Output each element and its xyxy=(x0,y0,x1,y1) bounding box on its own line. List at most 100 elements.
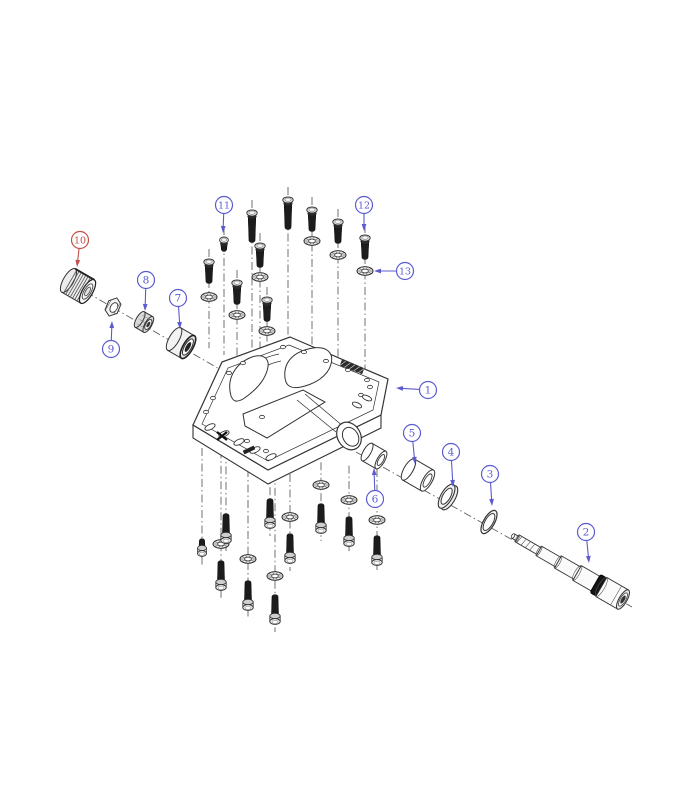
traction-pin-top xyxy=(306,206,318,232)
callout-arrowhead xyxy=(411,456,417,464)
wall-slot xyxy=(204,423,216,431)
pedal-cutout xyxy=(284,347,333,389)
traction-pin-top xyxy=(203,258,215,284)
traction-pin-bottom xyxy=(215,560,227,591)
washer xyxy=(239,554,257,564)
callout-number: 11 xyxy=(218,200,230,211)
part-9-hex-nut xyxy=(104,297,122,317)
washer xyxy=(368,515,386,525)
washer xyxy=(303,236,321,246)
callout-circle xyxy=(101,339,121,359)
pin-hole xyxy=(280,344,286,350)
callout-arrowhead xyxy=(361,224,367,231)
traction-pin-top xyxy=(246,209,258,243)
callout-9: 9 xyxy=(101,321,121,359)
traction-pin-bottom xyxy=(242,580,254,611)
wall-slot xyxy=(233,438,245,446)
traction-pins xyxy=(197,196,386,625)
washer xyxy=(356,266,374,276)
callout-arrowhead xyxy=(109,321,115,329)
traction-pin-top xyxy=(261,296,273,322)
washer xyxy=(340,495,358,505)
traction-pin-top xyxy=(254,242,266,268)
pin-hole xyxy=(259,414,265,420)
traction-pin-bottom xyxy=(284,533,296,564)
pedal-cutout xyxy=(242,389,326,439)
callout-8: 8 xyxy=(136,270,156,311)
axle-assembly-parts xyxy=(59,267,630,610)
callout-circle xyxy=(576,522,596,542)
part-6-inner-bushing xyxy=(360,442,388,470)
pin-hole xyxy=(240,360,246,366)
traction-pin-top xyxy=(219,236,229,252)
part-8-spacer xyxy=(133,311,155,333)
traction-pin-top xyxy=(332,218,344,244)
axle-channel-line xyxy=(296,399,337,433)
washer xyxy=(251,272,269,282)
callout-number: 7 xyxy=(175,292,182,304)
traction-pin-bottom xyxy=(197,538,207,557)
pin-hole xyxy=(244,438,250,444)
part-10-end-cap xyxy=(59,267,97,305)
part-4-seal-ring xyxy=(437,483,459,511)
callout-number: 6 xyxy=(372,493,379,505)
callout-5: 5 xyxy=(402,423,422,464)
callout-number: 5 xyxy=(409,427,416,439)
callout-circle xyxy=(136,270,156,290)
pin-hole xyxy=(364,377,370,383)
axle-bore-inner xyxy=(341,426,360,447)
washer xyxy=(329,250,347,260)
brand-label xyxy=(339,359,365,375)
pin-hole xyxy=(323,358,329,364)
traction-pin-bottom xyxy=(264,498,276,529)
pin-hole xyxy=(203,409,209,415)
callout-7: 7 xyxy=(168,288,188,329)
callout-arrowhead xyxy=(585,555,591,563)
callout-arrowhead xyxy=(142,303,148,311)
callout-number: 8 xyxy=(143,274,150,286)
callout-12: 12 xyxy=(354,195,374,231)
part-2-axle xyxy=(510,533,630,610)
traction-pin-top xyxy=(231,279,243,305)
callout-13: 13 xyxy=(374,261,415,281)
callout-number: 10 xyxy=(74,235,86,246)
callout-circle xyxy=(214,195,234,215)
callout-arrowhead xyxy=(374,268,381,274)
washer xyxy=(200,292,218,302)
callout-1: 1 xyxy=(396,380,438,400)
callout-number: 9 xyxy=(108,343,115,355)
callout-circle xyxy=(441,442,461,462)
traction-pin-bottom xyxy=(269,594,281,625)
wall-slot xyxy=(361,394,373,402)
washer xyxy=(312,480,330,490)
callout-circle xyxy=(168,288,188,308)
callout-6: 6 xyxy=(365,468,385,509)
callout-circle xyxy=(418,380,438,400)
callout-arrowhead xyxy=(177,321,182,329)
callout-circle xyxy=(395,261,415,281)
callout-circle xyxy=(70,230,90,250)
callout-arrowhead xyxy=(450,479,455,487)
washer xyxy=(281,512,299,522)
wall-slot xyxy=(265,453,277,461)
pin-hole xyxy=(301,349,307,355)
callout-arrowhead xyxy=(489,498,494,506)
callout-number: 12 xyxy=(358,200,370,211)
washer xyxy=(258,326,276,336)
callout-arrowhead xyxy=(220,225,226,233)
callout-4: 4 xyxy=(441,442,461,487)
pin-hole xyxy=(263,448,269,454)
washer xyxy=(228,310,246,320)
traction-pin-bottom xyxy=(371,535,383,566)
pedal-body xyxy=(192,336,389,485)
wall-slot xyxy=(351,401,363,409)
callout-number: 4 xyxy=(448,446,455,458)
axle-channel-line xyxy=(304,393,345,428)
traction-pin-top xyxy=(282,196,294,230)
traction-pin-bottom xyxy=(315,503,327,534)
callout-arrowhead xyxy=(396,386,404,391)
axle-axis-left xyxy=(85,291,241,382)
